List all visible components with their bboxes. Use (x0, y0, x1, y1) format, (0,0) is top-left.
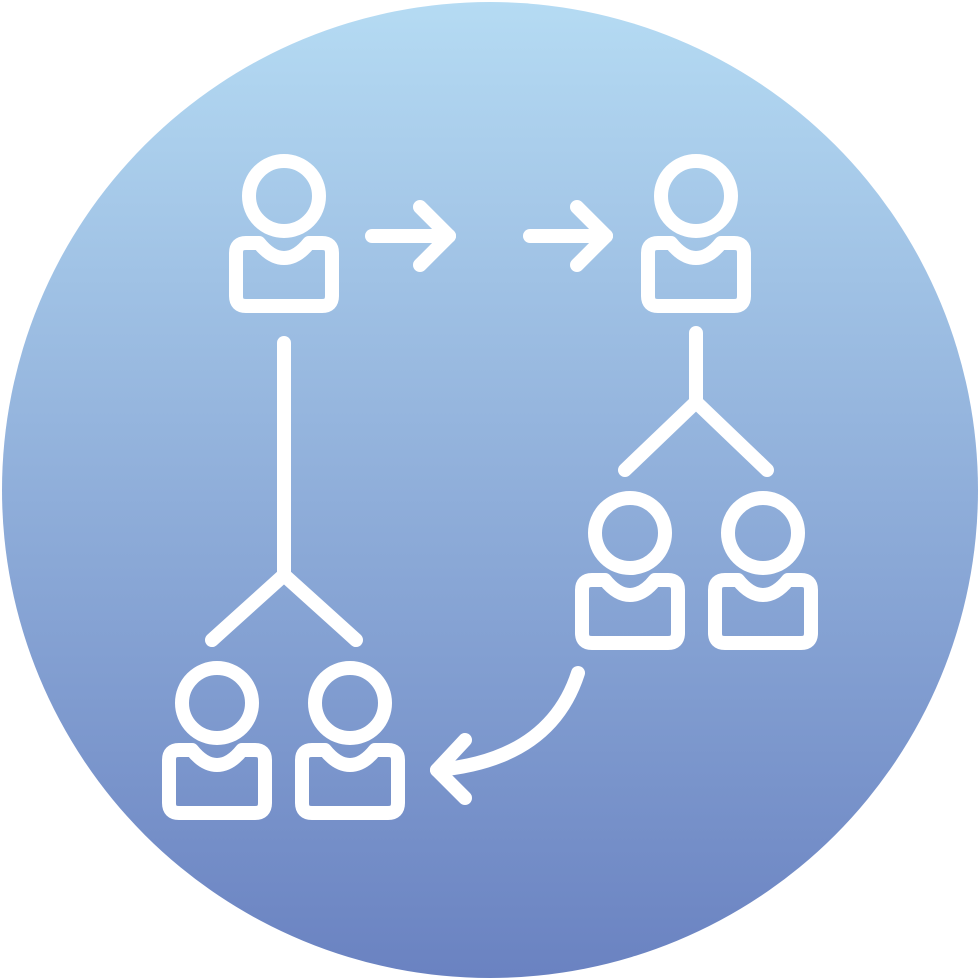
person-icon-bottom-left-2 (295, 661, 405, 820)
person-icon-top-right (641, 154, 751, 313)
person-icon-bottom-left-1 (162, 661, 272, 820)
person-icon-mid-right-1 (575, 491, 685, 650)
tree-connector-left (205, 336, 363, 647)
person-icon-mid-right-2 (708, 491, 818, 650)
arrow-right-icon-1 (365, 200, 456, 272)
curved-arrow-icon (430, 666, 585, 805)
tree-connector-right (618, 326, 774, 477)
person-icon-top-left (229, 154, 339, 313)
arrow-right-icon-2 (523, 200, 613, 272)
